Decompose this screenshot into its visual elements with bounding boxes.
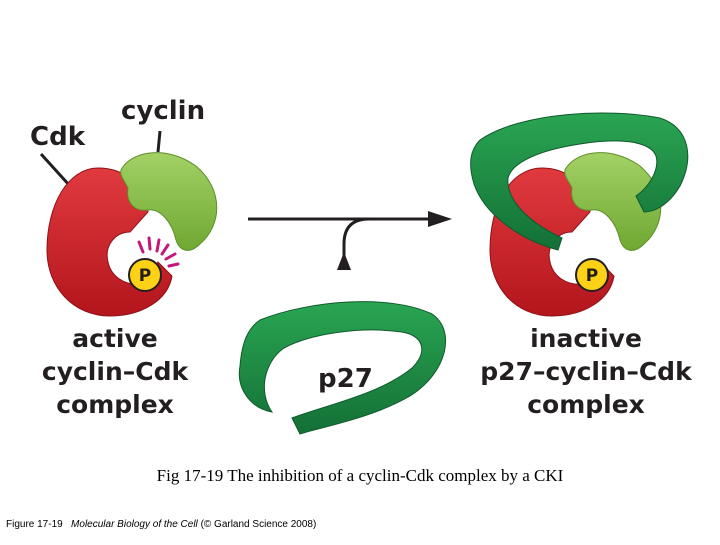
figure-caption: Fig 17-19 The inhibition of a cyclin-Cdk…	[156, 466, 564, 485]
p27-protein-shape	[238, 301, 447, 435]
cyclin-protein-shape-inactive	[564, 152, 662, 251]
reaction-arrowhead	[428, 211, 452, 227]
active-label-line-2: cyclin–Cdk	[41, 357, 189, 386]
p27-label: p27	[318, 364, 373, 394]
cdk-label: Cdk	[30, 122, 85, 152]
credit-figure-number: Figure 17-19	[6, 519, 63, 530]
inactive-complex-label: inactive p27–cyclin–Cdk complex	[470, 322, 702, 421]
cdk-pointer-line	[39, 152, 72, 188]
p27-input-arrow-line	[342, 217, 370, 268]
cyclin-pointer-line	[156, 130, 162, 153]
phosphorylation-marks	[137, 236, 180, 268]
inactive-label-line-3: complex	[527, 390, 645, 419]
active-label-line-1: active	[72, 324, 158, 353]
credit-book-title: Molecular Biology of the Cell	[71, 519, 198, 530]
phosphate-label-left: P	[139, 266, 151, 286]
active-label-line-3: complex	[56, 390, 174, 419]
phosphate-badge-right: P	[575, 258, 609, 292]
active-complex-label: active cyclin–Cdk complex	[20, 322, 210, 421]
cyclin-protein-shape	[120, 152, 218, 251]
phosphate-label-right: P	[586, 266, 598, 286]
p27-input-arrowhead	[337, 252, 351, 270]
inactive-label-line-1: inactive	[530, 324, 642, 353]
cyclin-label: cyclin	[121, 96, 206, 126]
phosphate-badge-left: P	[128, 258, 162, 292]
figure-credit: Figure 17-19 Molecular Biology of the Ce…	[6, 519, 316, 530]
inactive-label-line-2: p27–cyclin–Cdk	[480, 357, 692, 386]
credit-publisher: (© Garland Science 2008)	[200, 519, 317, 530]
p27-protein-shape-bound	[470, 112, 689, 251]
